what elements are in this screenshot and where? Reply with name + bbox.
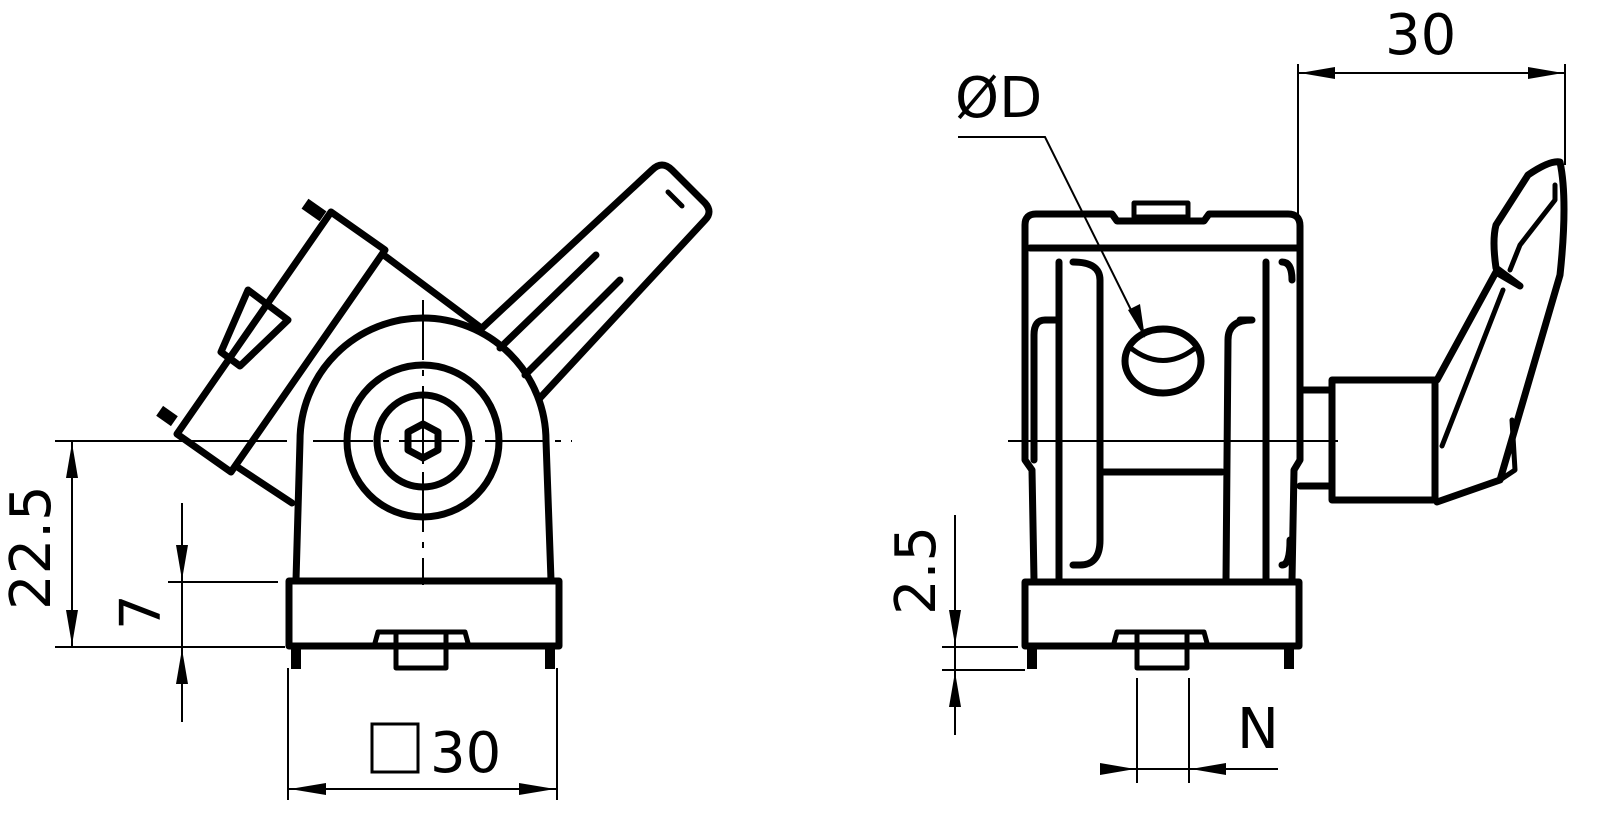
arch-body xyxy=(292,314,555,584)
lever-handle xyxy=(478,161,713,402)
clamp-lever xyxy=(1433,158,1568,506)
leader-line xyxy=(958,136,1141,329)
square-symbol-icon xyxy=(370,722,420,774)
right-dimensions: 30 ØD 2.5 N xyxy=(884,3,1566,783)
foot-left xyxy=(291,649,301,669)
clamp-tab xyxy=(217,286,292,370)
base-plate xyxy=(285,577,563,650)
dim-7: 7 xyxy=(109,594,174,630)
left-view xyxy=(55,161,713,671)
dim-30-right: 30 xyxy=(1385,3,1456,68)
left-angled-profile xyxy=(173,208,389,476)
through-hole xyxy=(1121,325,1205,397)
outer-ring xyxy=(343,361,503,521)
dim-diameter-d: ØD xyxy=(955,66,1042,131)
right-view xyxy=(1008,158,1568,671)
inner-ring xyxy=(373,391,473,491)
slot-nut xyxy=(372,629,471,671)
base-plate-right xyxy=(1021,578,1303,650)
top-cap xyxy=(1021,210,1304,249)
dim-22-5: 22.5 xyxy=(0,485,64,610)
arrow-up xyxy=(66,443,78,478)
dim-30-left: 30 xyxy=(430,721,501,786)
lever-block xyxy=(1328,376,1439,504)
dim-2-5: 2.5 xyxy=(884,526,949,615)
dim-n: N xyxy=(1237,697,1279,762)
arrow-down xyxy=(66,610,78,645)
left-dimensions: 22.5 7 30 xyxy=(0,440,558,800)
foot-right xyxy=(545,649,555,669)
